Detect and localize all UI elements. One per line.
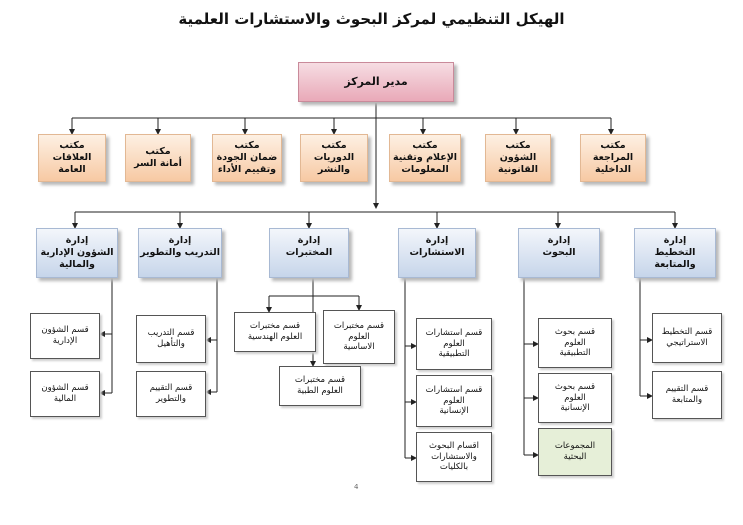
- section-strategic-planning: قسم التخطيط الاستراتيجي: [652, 313, 722, 363]
- section-label: قسم التقييم والتطوير: [149, 383, 193, 404]
- office-label: مكتب ضمان الجودة وتقييم الأداء: [216, 140, 278, 175]
- page-number: 4: [354, 483, 359, 491]
- dept-training-development: إدارة التدريب والتطوير: [138, 228, 222, 278]
- section-administrative-affairs: قسم الشؤون الإدارية: [30, 313, 100, 359]
- section-label: قسم التقييم والمتابعة: [665, 384, 709, 405]
- section-label: قسم استشارات العلوم الإنسانية: [425, 385, 483, 417]
- department-label: إدارة المختبرات: [285, 235, 333, 258]
- office-media-it: مكتب الإعلام وتقنية المعلومات: [389, 134, 461, 182]
- office-label: مكتب الشؤون القانونية: [498, 140, 538, 175]
- section-basic-sciences-labs: قسم مختبرات العلوم الاساسية: [323, 310, 395, 364]
- section-medical-labs: قسم مختبرات العلوم الطبية: [279, 366, 361, 406]
- section-label: قسم بحوث العلوم التطبيقية: [554, 327, 596, 359]
- section-label: قسم استشارات العلوم التطبيقية: [425, 328, 483, 360]
- office-label: مكتب المراجعة الداخلية: [592, 140, 634, 175]
- office-internal-audit: مكتب المراجعة الداخلية: [580, 134, 646, 182]
- office-label: مكتب الدوريات والنشر: [313, 140, 355, 175]
- section-applied-sciences-research: قسم بحوث العلوم التطبيقية: [538, 318, 612, 368]
- section-training-qualification: قسم التدريب والتأهيل: [136, 315, 206, 363]
- center-director-label: مدير المركز: [344, 75, 408, 89]
- section-college-units: اقسام البحوث والاستشارات بالكليات: [416, 432, 492, 482]
- section-label: قسم مختبرات العلوم الاساسية: [333, 321, 385, 353]
- department-label: إدارة الاستشارات: [409, 235, 465, 258]
- section-evaluation-development: قسم التقييم والتطوير: [136, 371, 206, 417]
- dept-planning-followup: إدارة التخطيط والمتابعة: [634, 228, 716, 278]
- section-label: المجموعات البحثية: [554, 441, 596, 462]
- section-label: اقسام البحوث والاستشارات بالكليات: [429, 441, 479, 473]
- section-financial-affairs: قسم الشؤون المالية: [30, 371, 100, 417]
- chart-title: الهيكل التنظيمي لمركز البحوث والاستشارات…: [178, 10, 565, 28]
- office-label: مكتب الإعلام وتقنية المعلومات: [392, 140, 458, 175]
- office-label: مكتب أمانة السر: [134, 146, 182, 169]
- office-quality-assurance: مكتب ضمان الجودة وتقييم الأداء: [212, 134, 282, 182]
- section-evaluation-followup: قسم التقييم والمتابعة: [652, 371, 722, 419]
- office-legal-affairs: مكتب الشؤون القانونية: [485, 134, 551, 182]
- section-humanities-consultancy: قسم استشارات العلوم الإنسانية: [416, 375, 492, 427]
- dept-research: إدارة البحوث: [518, 228, 600, 278]
- office-public-relations: مكتب العلاقات العامة: [38, 134, 106, 182]
- dept-laboratories: إدارة المختبرات: [269, 228, 349, 278]
- dept-consultancy: إدارة الاستشارات: [398, 228, 476, 278]
- section-research-groups: المجموعات البحثية: [538, 428, 612, 476]
- section-label: قسم التدريب والتأهيل: [147, 328, 195, 349]
- dept-admin-financial: إدارة الشؤون الإدارية والمالية: [36, 228, 118, 278]
- section-label: قسم الشؤون المالية: [41, 383, 89, 404]
- section-label: قسم بحوث العلوم الإنسانية: [554, 382, 596, 414]
- section-label: قسم التخطيط الاستراتيجي: [661, 327, 713, 348]
- department-label: إدارة التدريب والتطوير: [140, 235, 220, 258]
- section-humanities-research: قسم بحوث العلوم الإنسانية: [538, 373, 612, 423]
- section-label: قسم مختبرات العلوم الطبية: [294, 375, 346, 396]
- office-secretariat: مكتب أمانة السر: [125, 134, 191, 182]
- section-applied-sciences-consultancy: قسم استشارات العلوم التطبيقية: [416, 318, 492, 370]
- section-engineering-labs: قسم مختبرات العلوم الهندسية: [234, 312, 316, 352]
- department-label: إدارة البحوث: [542, 235, 576, 258]
- office-label: مكتب العلاقات العامة: [52, 140, 92, 175]
- section-label: قسم الشؤون الإدارية: [41, 325, 89, 346]
- office-periodicals-publishing: مكتب الدوريات والنشر: [300, 134, 368, 182]
- department-label: إدارة الشؤون الإدارية والمالية: [40, 235, 114, 270]
- center-director-box: مدير المركز: [298, 62, 454, 102]
- department-label: إدارة التخطيط والمتابعة: [654, 235, 696, 270]
- section-label: قسم مختبرات العلوم الهندسية: [247, 321, 303, 342]
